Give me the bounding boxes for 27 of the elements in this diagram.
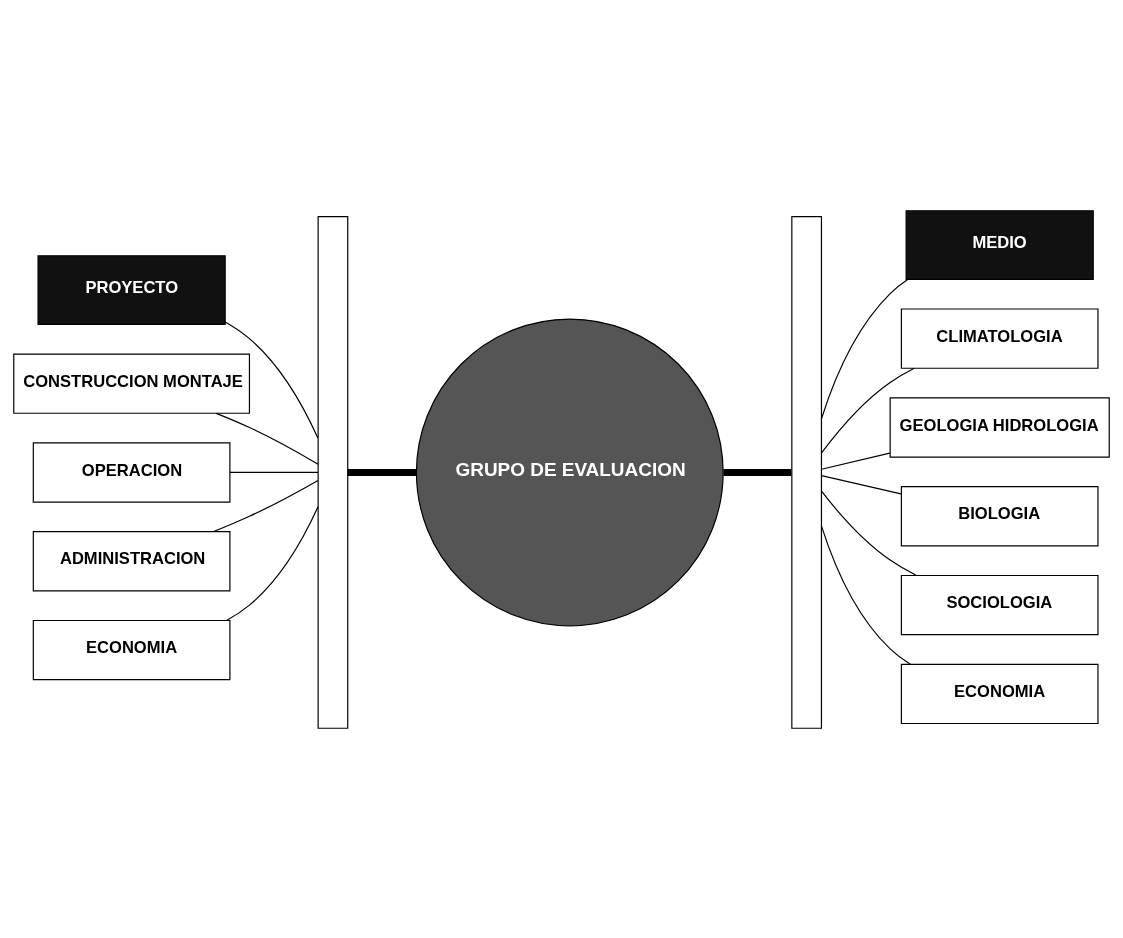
connector [213,479,319,532]
node-box: ECONOMIA [32,619,231,680]
connector [820,525,911,665]
node-box: OPERACION [32,441,231,503]
node-box: ADMINISTRACION [32,530,231,591]
node-box: SOCIOLOGIA [900,574,1099,635]
node-box: ECONOMIA [900,663,1099,724]
connector [820,474,902,494]
node-box: CONSTRUCCION MONTAJE [13,352,251,414]
connector [820,452,891,470]
connector [229,471,319,473]
connector [821,367,915,453]
connector [226,505,319,621]
connector [224,320,319,439]
connector [347,468,417,476]
connector [820,278,909,419]
node-bar [317,215,349,729]
node-box: GEOLOGIA HIDROLOGIA [889,396,1110,458]
node-circle: GRUPO DE EVALUACION [415,318,724,626]
node-box: MEDIO [905,209,1094,280]
node-bar [791,215,823,729]
connector [821,490,917,576]
node-box: BIOLOGIA [900,485,1099,546]
node-box: PROYECTO [37,254,226,325]
connector [723,468,792,476]
node-box: CLIMATOLOGIA [900,307,1099,369]
connector [215,412,319,465]
